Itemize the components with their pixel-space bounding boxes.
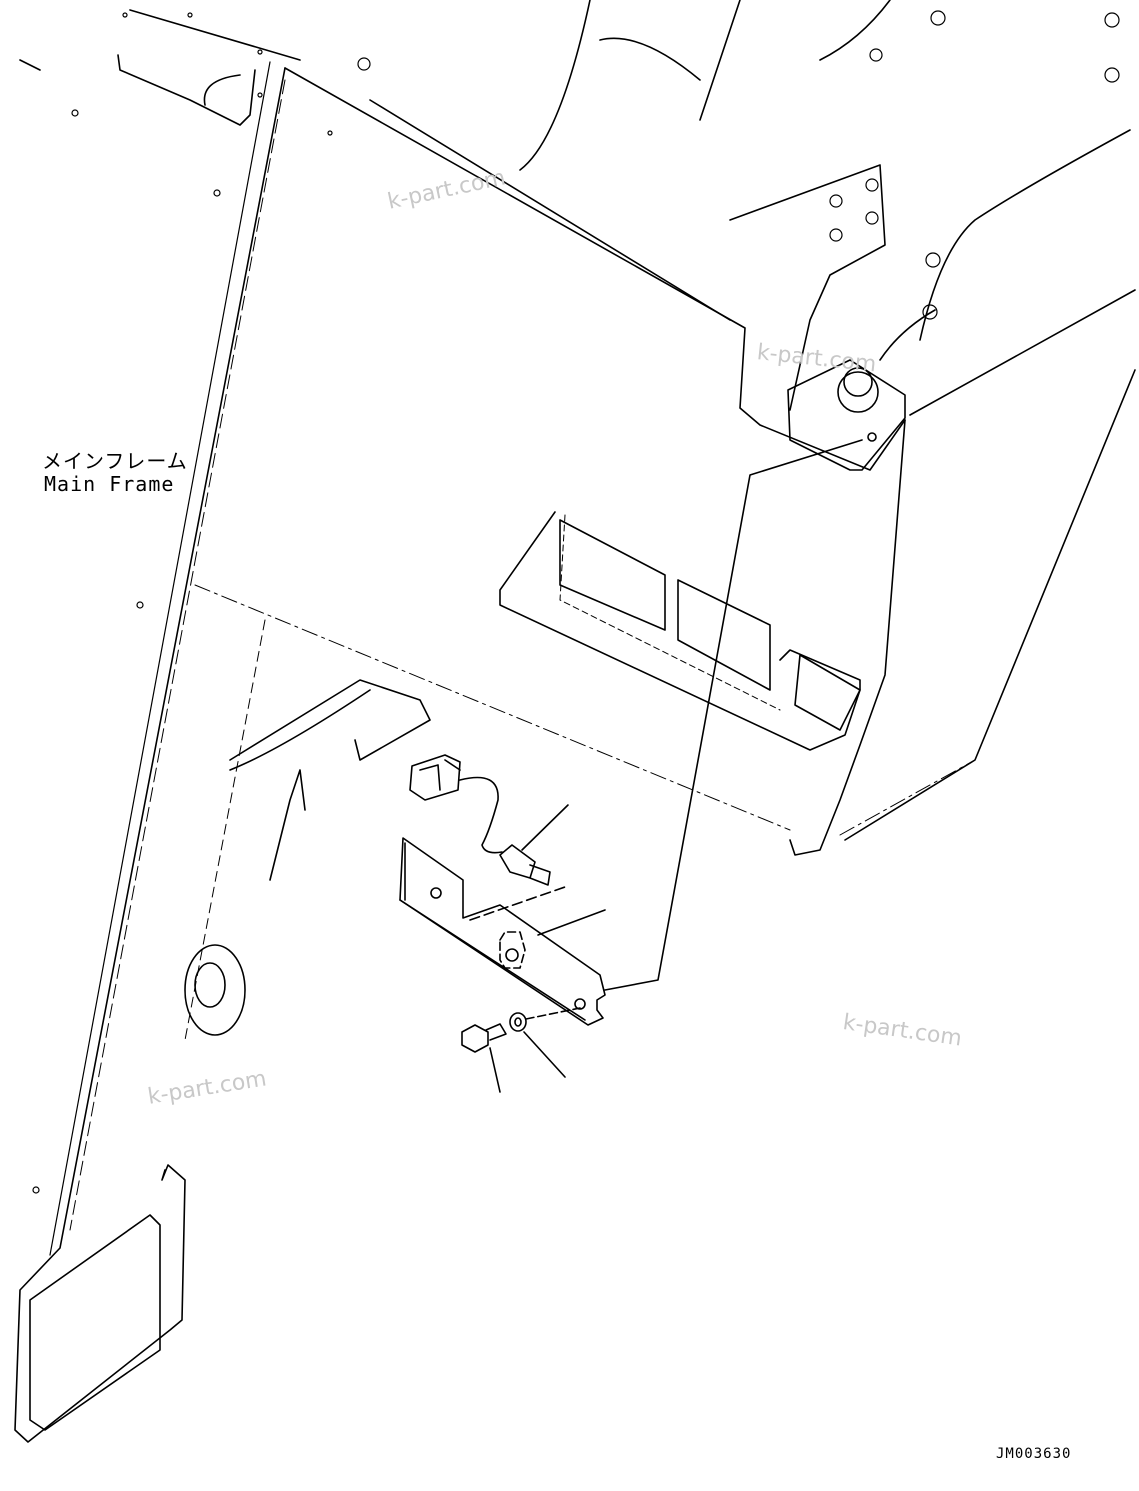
main-frame-dashed-right [839, 759, 976, 836]
main-frame-left-edge [14, 67, 286, 1443]
mount-plate [787, 359, 906, 471]
bolt-leader [489, 1047, 501, 1093]
main-frame-right-outline [844, 289, 1136, 841]
bracket [399, 439, 863, 1026]
main-frame [14, 0, 1136, 1443]
upper-structure [519, 0, 891, 171]
top-rail [117, 54, 256, 126]
bolt-shank [485, 1023, 507, 1041]
window-inner-3 [794, 654, 861, 731]
sensor-body [499, 844, 551, 886]
sensor-connector-detail [419, 759, 461, 791]
main-frame-label-jp: メインフレーム [42, 449, 188, 473]
main-frame-hidden-line [69, 79, 286, 1231]
sensor-to-bracket-dash [469, 886, 566, 921]
window-inner-2 [677, 579, 771, 691]
top-rail-2 [19, 9, 731, 321]
bracket-plate [399, 837, 606, 1026]
bracket-hole-1 [430, 887, 442, 899]
lower-frame-dashed [184, 619, 266, 1041]
window-recess [499, 511, 861, 751]
main-frame-label-en: Main Frame [44, 472, 175, 496]
upper-structure-2 [729, 164, 886, 411]
window-inner-1 [559, 519, 666, 631]
sensor-wire [459, 776, 503, 854]
washer-leader [523, 1031, 566, 1078]
sensor-leader [521, 804, 569, 851]
drawing-number: JM003630 [996, 1446, 1072, 1462]
main-frame-top-edge [284, 67, 906, 471]
bottom-plate [29, 1214, 161, 1431]
bracket-assembly-line [604, 439, 863, 991]
main-frame-inner-edge [49, 61, 271, 1256]
bracket-hole-2 [574, 998, 586, 1010]
main-frame-dashed-bottom [194, 584, 791, 831]
mount-bolt-base [837, 371, 879, 413]
washer-outer [509, 1012, 527, 1032]
mount-bolt-head [843, 367, 873, 397]
bracket-leader [537, 909, 606, 936]
bracket-sensor-hole [505, 948, 519, 962]
sensor [409, 754, 569, 886]
main-frame-right-panel [789, 419, 906, 856]
lower-arm [229, 679, 431, 881]
washer [509, 1007, 581, 1078]
upper-structure-3 [879, 129, 1131, 361]
bracket-sensor-mount [499, 931, 526, 969]
lower-pivot-inner [194, 962, 226, 1008]
bolt [461, 1023, 507, 1093]
window-dashed [559, 514, 781, 711]
washer-inner [514, 1017, 522, 1027]
bracket-edge [399, 842, 586, 1021]
frame-holes [32, 10, 1120, 1194]
washer-assembly-dash [525, 1007, 581, 1020]
mount-hole [867, 432, 877, 442]
sensor-connector [409, 754, 461, 801]
bolt-head [461, 1024, 489, 1053]
lower-pivot [184, 944, 246, 1036]
